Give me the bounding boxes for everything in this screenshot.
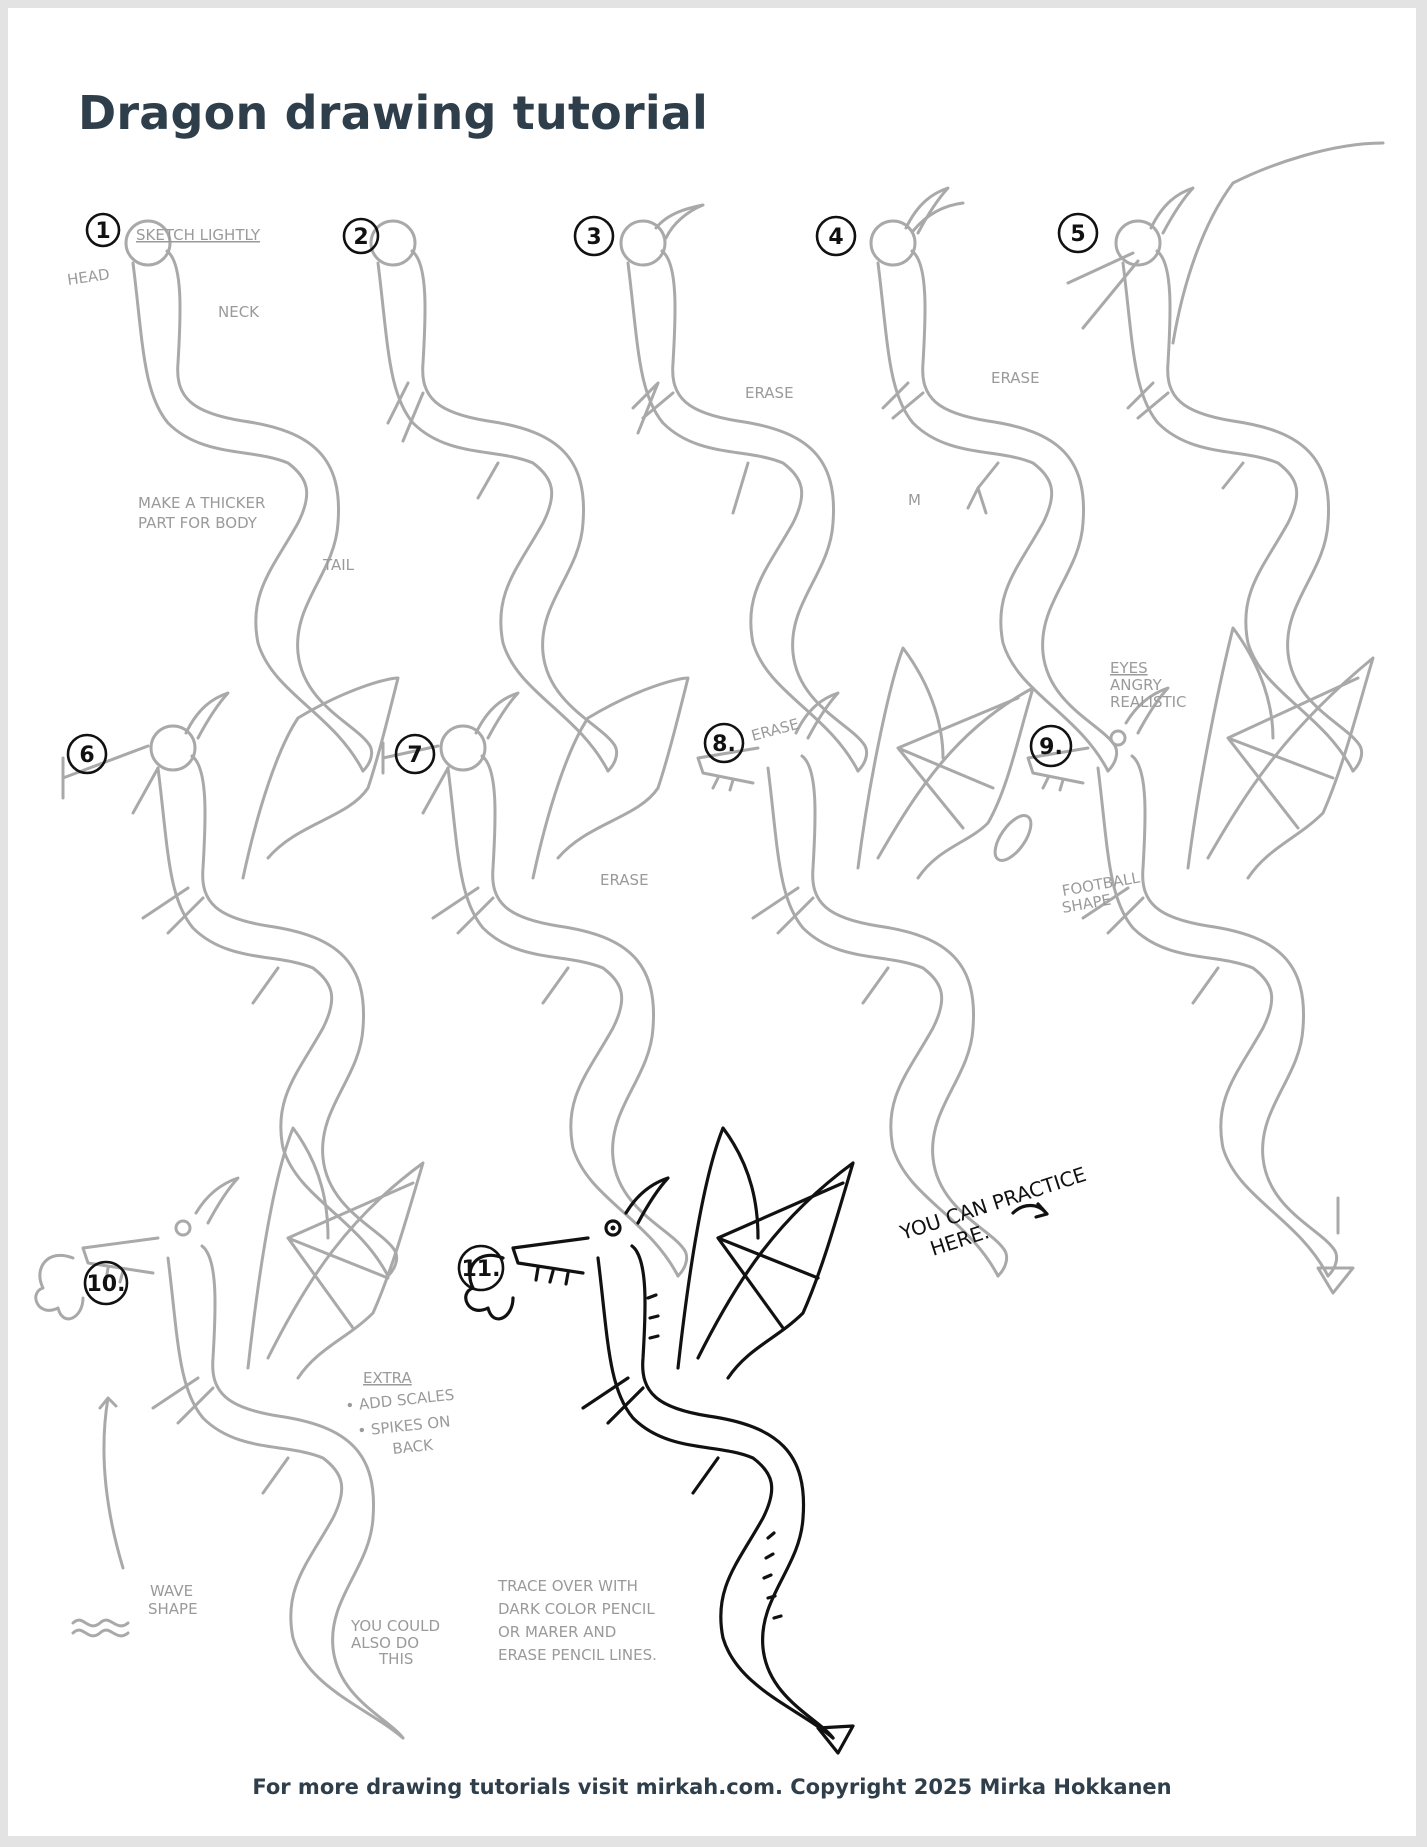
footer-credits: For more drawing tutorials visit mirkah.… <box>252 1775 1172 1799</box>
note-trace-1: TRACE OVER WITH <box>497 1577 638 1595</box>
step-number-2: 2 <box>353 225 368 250</box>
note-eyes: EYES <box>1110 659 1148 677</box>
note-back: BACK <box>392 1436 435 1458</box>
step-number-10: 10. <box>87 1272 126 1297</box>
step-number-6: 6 <box>79 743 94 768</box>
step-number-11: 11. <box>462 1257 501 1282</box>
practice-arrow-icon <box>1011 1202 1049 1219</box>
note-trace-3: OR MARER AND <box>498 1623 616 1641</box>
note-thicker-2: PART FOR BODY <box>138 514 258 532</box>
step-number-circle-7 <box>394 733 436 775</box>
note-erase-7: ERASE <box>600 871 649 889</box>
note-erase-4: ERASE <box>991 369 1040 387</box>
note-you-could: YOU COULD <box>350 1617 440 1635</box>
step-number-4: 4 <box>828 225 843 250</box>
step-1 <box>124 219 374 773</box>
step-11 <box>464 1126 855 1755</box>
step-number-circle-6 <box>66 733 108 775</box>
note-extra: EXTRA <box>363 1369 412 1387</box>
step-10 <box>34 1126 425 1740</box>
step-number-circle-8 <box>703 722 745 764</box>
note-wave-shape: SHAPE <box>148 1600 198 1618</box>
step-2 <box>369 219 619 773</box>
step-number-circle-5 <box>1057 212 1099 254</box>
note-also-do: ALSO DO <box>351 1634 419 1652</box>
note-trace-4: ERASE PENCIL LINES. <box>498 1646 657 1664</box>
note-sketch-lightly: SKETCH LIGHTLY <box>136 226 261 244</box>
step-number-8: 8. <box>712 732 736 757</box>
step-7 <box>381 676 690 1278</box>
note-erase-8: ERASE <box>749 715 801 745</box>
note-erase-3: ERASE <box>745 384 794 402</box>
step-number-circle-4 <box>815 215 857 257</box>
note-neck: NECK <box>218 303 260 321</box>
step-number-5: 5 <box>1070 222 1085 247</box>
step-number-circle-9 <box>1029 724 1073 768</box>
worksheet-page: Dragon drawing tutorial <box>8 8 1416 1836</box>
step-4 <box>869 186 1119 773</box>
step-number-circle-2 <box>342 217 380 255</box>
step-number-circle-11 <box>457 1244 505 1292</box>
note-spikes-on: • SPIKES ON <box>357 1412 452 1440</box>
step-number-circle-3 <box>573 215 615 257</box>
annotations: SKETCH LIGHTLY HEAD NECK MAKE A THICKER … <box>66 226 1186 1668</box>
step-number-1: 1 <box>95 219 110 244</box>
note-this: THIS <box>378 1650 413 1668</box>
note-add-scales: • ADD SCALES <box>345 1386 456 1415</box>
step-number-3: 3 <box>586 225 601 250</box>
note-angry: ANGRY <box>1110 676 1163 694</box>
step-6 <box>61 676 400 1278</box>
note-trace-2: DARK COLOR PENCIL <box>498 1600 655 1618</box>
step-3 <box>619 203 869 773</box>
step-5 <box>1066 141 1385 773</box>
note-wave: WAVE <box>150 1582 193 1600</box>
step-number-7: 7 <box>407 743 422 768</box>
note-practice-1: YOU CAN PRACTICE <box>896 1162 1089 1245</box>
note-thicker-1: MAKE A THICKER <box>138 494 265 512</box>
note-tail: TAIL <box>322 556 355 574</box>
step-9 <box>993 626 1375 1295</box>
note-realistic: REALISTIC <box>1110 693 1187 711</box>
page-title: Dragon drawing tutorial <box>78 86 709 140</box>
note-head: HEAD <box>66 265 111 289</box>
step-number-9: 9. <box>1039 735 1063 760</box>
step-8 <box>696 646 1035 1278</box>
step-numbers: 1 2 3 4 5 6 7 8. 9. 10. 11. <box>66 212 1099 1306</box>
step-number-circle-10 <box>83 1260 129 1306</box>
tutorial-drawings: 1 2 3 4 5 6 7 8. 9. 10. 11. SKETCH LIGHT… <box>34 141 1385 1755</box>
note-m: M <box>908 491 921 509</box>
step-number-circle-1 <box>85 212 121 248</box>
